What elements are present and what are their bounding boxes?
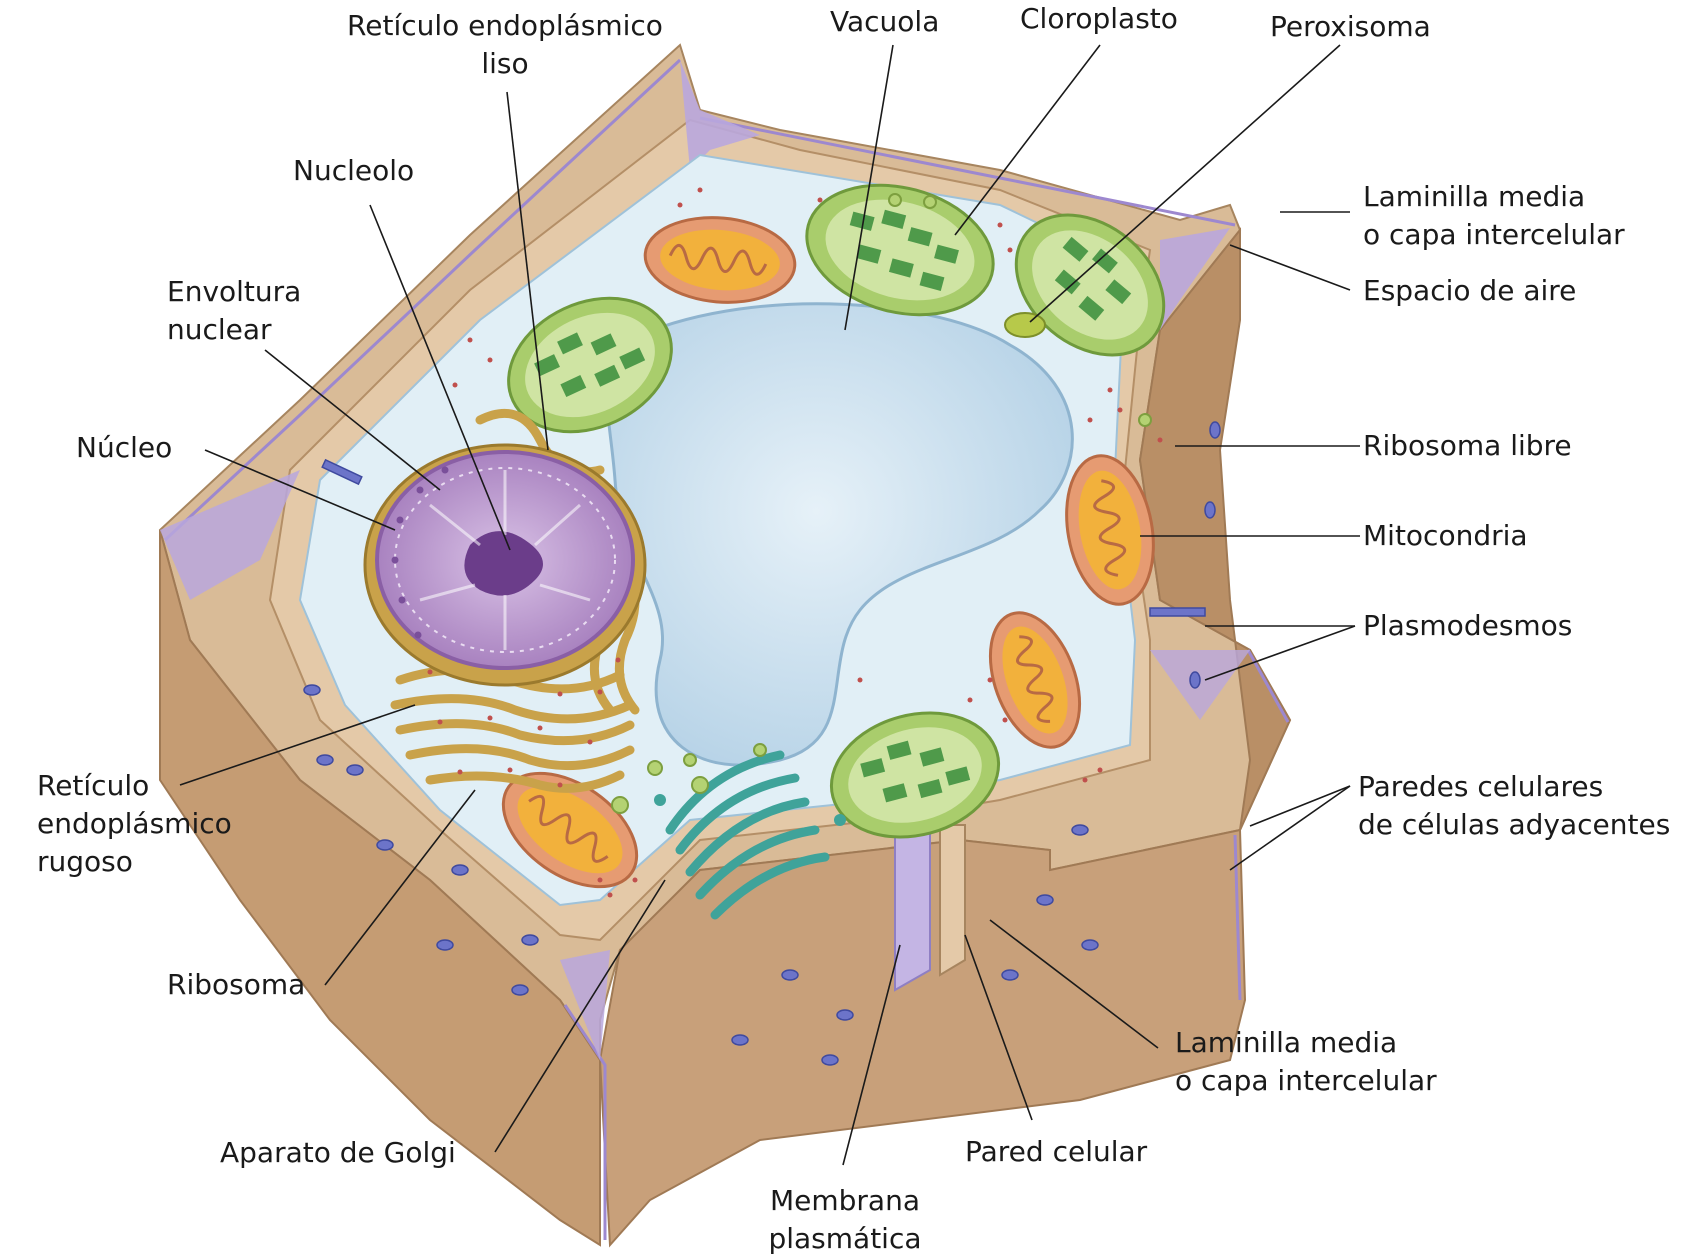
label-line: o capa intercelular: [1363, 218, 1625, 251]
label-ribosoma-libre: Ribosoma libre: [1363, 429, 1572, 462]
label-line: rugoso: [37, 845, 133, 878]
label-mitocondria: Mitocondria: [1363, 519, 1528, 552]
golgi-apparatus: [654, 750, 846, 920]
mitochondria: [501, 216, 1155, 889]
label-reticulo-endoplasmico-liso: Retículo endoplásmico liso: [335, 7, 675, 83]
label-line: de células adyacentes: [1358, 808, 1671, 841]
label-line: Laminilla media: [1363, 180, 1586, 213]
label-membrana-plasmatica: Membrana plasmática: [755, 1182, 935, 1258]
label-laminilla-media-bottom: Laminilla media o capa intercelular: [1175, 1024, 1437, 1100]
label-laminilla-media-top: Laminilla media o capa intercelular: [1363, 178, 1625, 254]
label-line: Retículo endoplásmico: [347, 9, 663, 42]
label-reticulo-endoplasmico-rugoso: Retículo endoplásmico rugoso: [37, 767, 232, 881]
wall-pits: [303, 421, 1221, 1066]
label-nucleo: Núcleo: [76, 431, 173, 464]
label-paredes-celulares: Paredes celulares de células adyacentes: [1358, 768, 1670, 844]
label-line: Laminilla media: [1175, 1026, 1398, 1059]
peroxisome: [1004, 312, 1046, 338]
label-line: nuclear: [167, 313, 272, 346]
plasmodesmata: [321, 458, 1206, 617]
middle-lamella-line: [163, 58, 682, 542]
air-space: [680, 60, 760, 170]
label-nucleolo: Nucleolo: [293, 154, 415, 187]
label-line: Envoltura: [167, 275, 302, 308]
cell-wall-left-face: [159, 529, 601, 1247]
chloroplasts: [507, 183, 1166, 839]
vesicles: [611, 193, 1152, 814]
label-line: plasmática: [768, 1222, 922, 1255]
label-vacuola: Vacuola: [830, 5, 940, 38]
label-line: o capa intercelular: [1175, 1064, 1437, 1097]
label-plasmodesmos: Plasmodesmos: [1363, 609, 1573, 642]
label-line: Paredes celulares: [1358, 770, 1604, 803]
label-espacio-de-aire: Espacio de aire: [1363, 274, 1577, 307]
label-pared-celular: Pared celular: [965, 1135, 1148, 1168]
nucleolus: [464, 531, 543, 596]
label-ribosoma: Ribosoma: [167, 968, 306, 1001]
label-peroxisoma: Peroxisoma: [1270, 10, 1431, 43]
label-aparato-de-golgi: Aparato de Golgi: [220, 1136, 456, 1169]
cell-wall-right-side: [1138, 227, 1292, 831]
label-line: endoplásmico: [37, 807, 232, 840]
leader-lines: [179, 44, 1360, 1166]
label-line: liso: [481, 47, 529, 80]
free-ribosomes: [452, 187, 1163, 898]
wall-cut-notch: [894, 818, 931, 992]
label-envoltura-nuclear: Envoltura nuclear: [167, 273, 301, 349]
label-line: Membrana: [769, 1184, 920, 1217]
cell-wall-right-face: [598, 828, 1247, 1248]
nucleus: [363, 443, 647, 687]
label-cloroplasto: Cloroplasto: [1020, 2, 1178, 35]
label-line: Retículo: [37, 769, 150, 802]
